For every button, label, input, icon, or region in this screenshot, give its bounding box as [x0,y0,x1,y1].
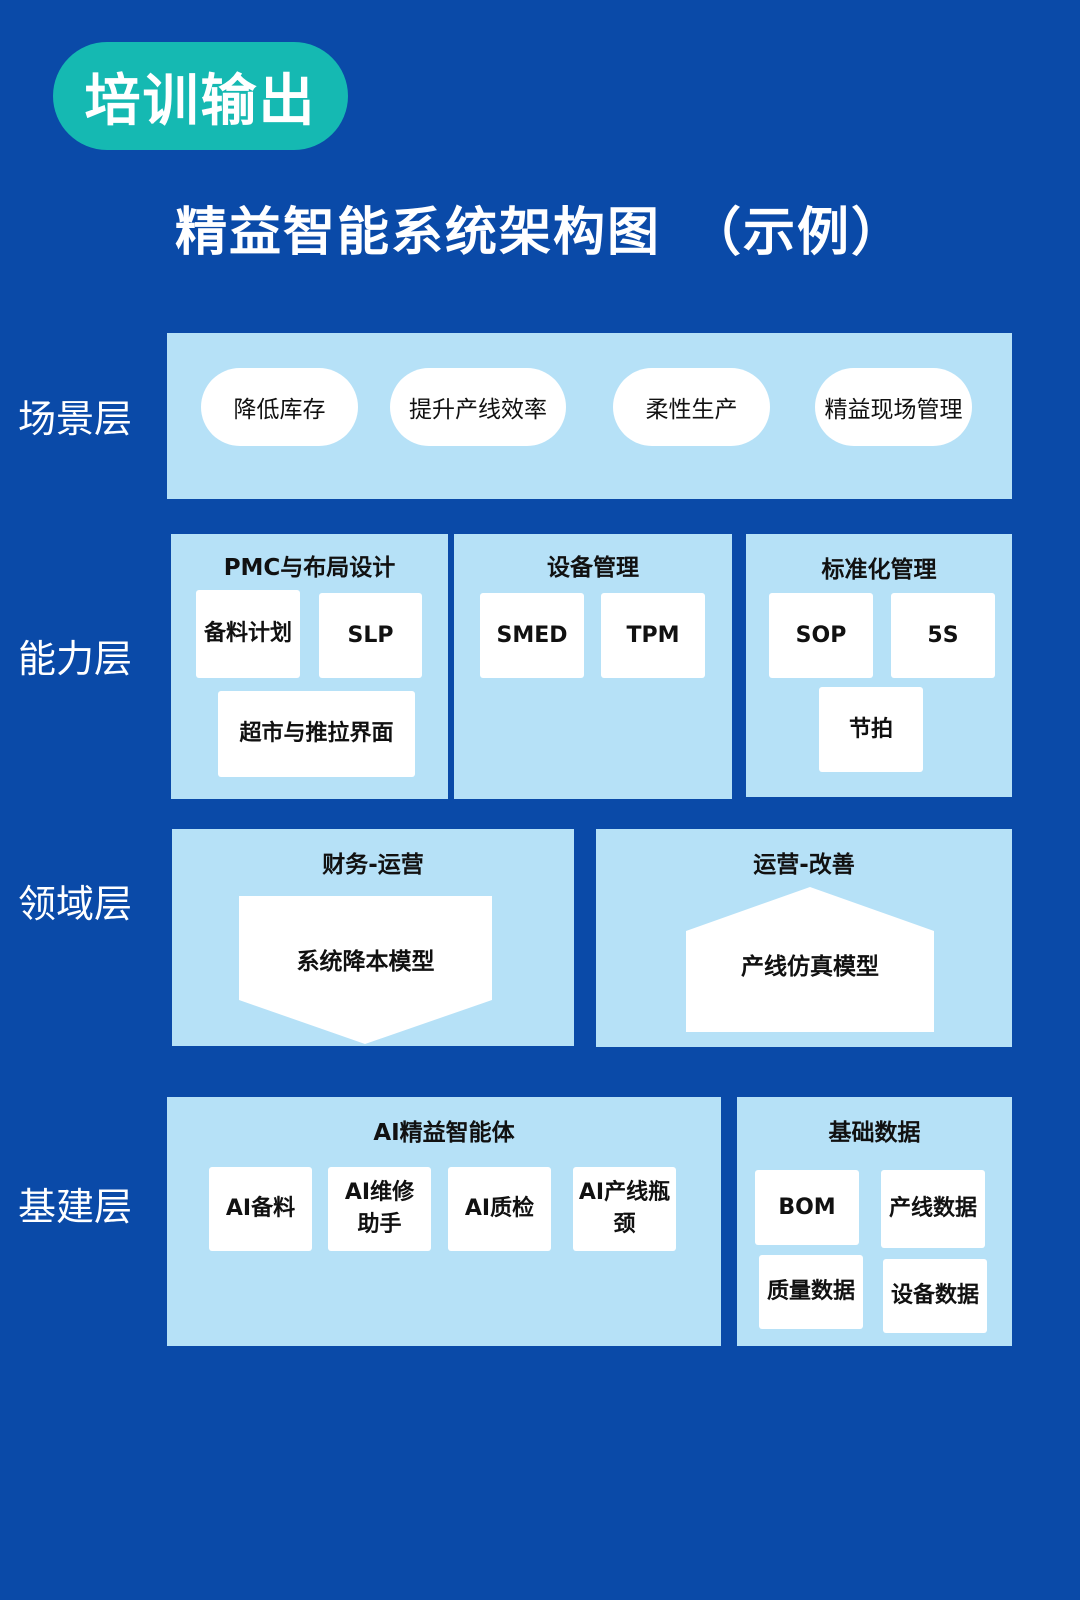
cost-reduction-model: 系统降本模型 [239,896,492,1044]
panel-title: 设备管理 [547,555,639,581]
panel-title: PMC与布局设计 [223,555,396,581]
scene-item: 降低库存 [201,368,358,446]
panel-title: 基础数据 [828,1120,921,1146]
infra-panel-data: 基础数据 BOM 产线数据 质量数据 设备数据 [737,1097,1012,1346]
panel-title: 财务-运营 [322,852,424,878]
scene-item: 柔性生产 [613,368,770,446]
data-card: 质量数据 [759,1255,863,1329]
data-card: 产线数据 [881,1170,985,1248]
data-card: BOM [755,1170,859,1245]
capability-card: 超市与推拉界面 [218,691,415,777]
capability-card: 5S [891,593,995,678]
data-card: 设备数据 [883,1259,987,1333]
scene-item: 提升产线效率 [390,368,566,446]
layer-label-infra: 基建层 [18,1185,133,1229]
ai-agent-card: AI维修助手 [328,1167,431,1251]
section-badge: 培训输出 [53,42,348,150]
layer-label-scene: 场景层 [18,397,133,441]
domain-panel-finance: 财务-运营 系统降本模型 [172,829,574,1046]
capability-card: SOP [769,593,873,678]
ai-agent-card: AI质检 [448,1167,551,1251]
model-label: 产线仿真模型 [741,954,879,980]
capability-panel-standard: 标准化管理 SOP 5S 节拍 [746,534,1012,797]
capability-card: SMED [480,593,584,678]
layer-label-domain: 领域层 [18,882,133,926]
page-title: 精益智能系统架构图 （示例） [174,202,905,263]
arrow-up-shape [686,887,934,1032]
arrow-down-shape [239,896,492,1044]
infra-panel-ai: AI精益智能体 AI备料 AI维修助手 AI质检 AI产线瓶颈 [167,1097,721,1346]
model-label: 系统降本模型 [296,949,435,975]
domain-panel-operations: 运营-改善 产线仿真模型 [596,829,1012,1047]
ai-agent-card: AI备料 [209,1167,312,1251]
panel-title: 标准化管理 [821,557,937,583]
capability-panel-pmc: PMC与布局设计 备料计划 SLP 超市与推拉界面 [171,534,448,799]
capability-card: 节拍 [819,687,923,772]
line-simulation-model: 产线仿真模型 [686,887,934,1032]
ai-agent-card: AI产线瓶颈 [573,1167,676,1251]
layer-label-capability: 能力层 [18,637,133,681]
scene-layer-panel: 降低库存 提升产线效率 柔性生产 精益现场管理 [167,333,1012,499]
panel-title: AI精益智能体 [373,1120,515,1146]
panel-title: 运营-改善 [753,852,855,878]
capability-card: SLP [319,593,422,678]
capability-card: 备料计划 [196,590,300,678]
capability-card: TPM [601,593,705,678]
scene-item: 精益现场管理 [815,368,972,446]
capability-panel-equipment: 设备管理 SMED TPM [454,534,732,799]
